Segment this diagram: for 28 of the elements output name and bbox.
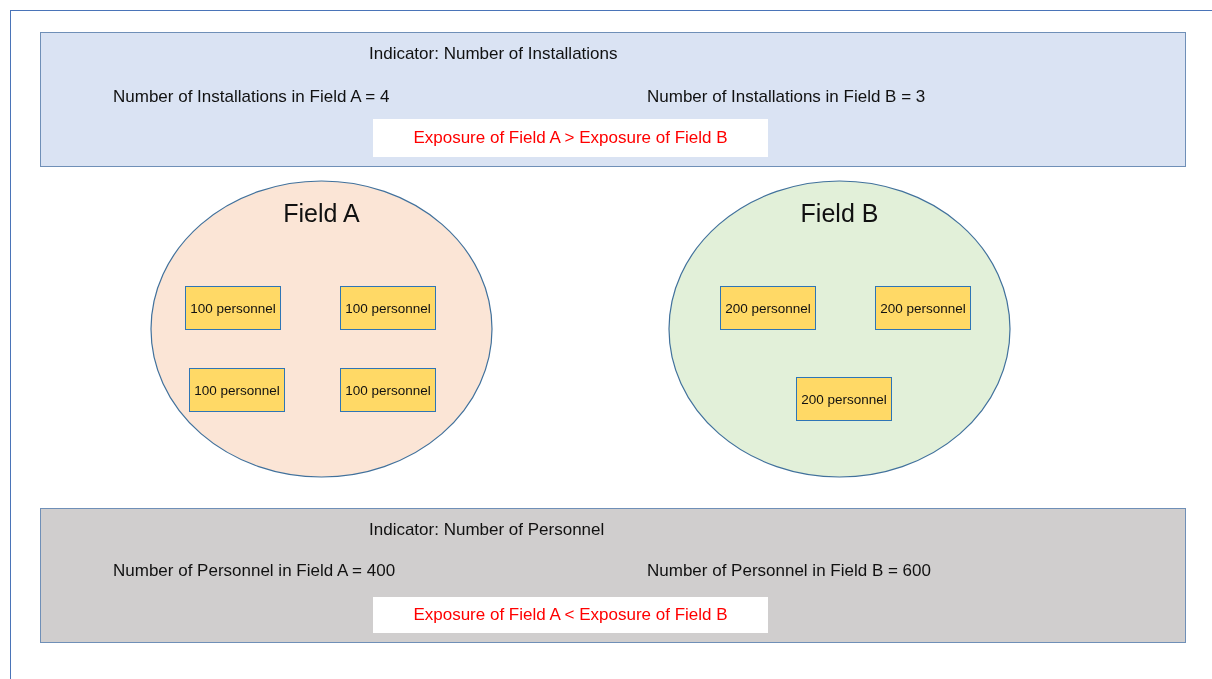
- personnel-text: 200 personnel: [880, 299, 966, 318]
- personnel-text: 100 personnel: [345, 299, 431, 318]
- installation-box: [340, 286, 436, 330]
- indicator-title: Indicator: Number of Installations: [369, 43, 618, 65]
- installation-box: [340, 368, 436, 412]
- count-text: Number of Installations in Field B = 3: [647, 86, 926, 108]
- personnel-text: 100 personnel: [345, 381, 431, 400]
- field-title: Field B: [800, 198, 879, 228]
- comparison-text: Exposure of Field A < Exposure of Field B: [413, 604, 728, 627]
- indicator-panel: [40, 32, 1186, 167]
- field-title: Field A: [283, 198, 360, 228]
- installation-box: [185, 286, 281, 330]
- personnel-text: 100 personnel: [190, 299, 276, 318]
- count-text: Number of Personnel in Field B = 600: [647, 560, 931, 582]
- result-box: [373, 119, 768, 157]
- indicator-panel: [40, 508, 1186, 643]
- installation-box: [720, 286, 816, 330]
- indicator-title: Indicator: Number of Personnel: [369, 519, 605, 541]
- personnel-text: 200 personnel: [801, 390, 887, 409]
- count-text: Number of Personnel in Field A = 400: [113, 560, 396, 582]
- comparison-text: Exposure of Field A > Exposure of Field B: [413, 127, 728, 150]
- result-box: [373, 597, 768, 633]
- personnel-text: 100 personnel: [194, 381, 280, 400]
- installation-box: [189, 368, 285, 412]
- count-text: Number of Installations in Field A = 4: [113, 86, 390, 108]
- personnel-text: 200 personnel: [725, 299, 811, 318]
- installation-box: [796, 377, 892, 421]
- installation-box: [875, 286, 971, 330]
